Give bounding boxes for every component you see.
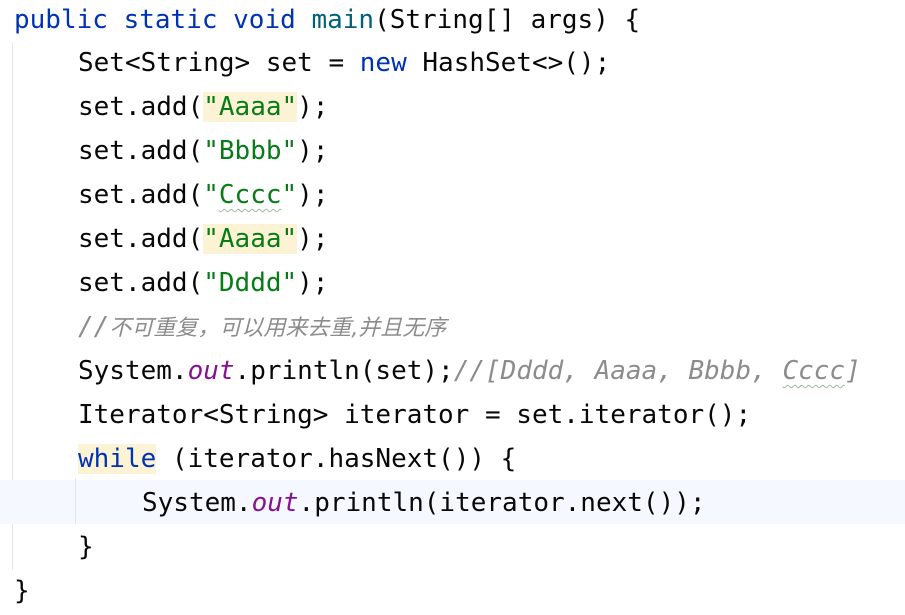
- typo-warning-comment[interactable]: Cccc: [782, 356, 846, 386]
- typo-warning-string[interactable]: Cccc: [218, 180, 282, 210]
- code-text: System.: [78, 356, 188, 386]
- keyword: new: [359, 48, 407, 78]
- code-text: .println(set);: [234, 356, 454, 386]
- comment-slashes: //: [78, 312, 110, 342]
- code-line-5[interactable]: set.add("Cccc");: [78, 173, 328, 217]
- string-literal-highlighted: "Aaaa": [203, 92, 298, 122]
- code-text: (String[] args) {: [374, 5, 641, 35]
- code-text: Set<String> set =: [78, 48, 360, 78]
- code-text: }: [78, 532, 94, 562]
- code-text: Iterator<String> iterator = set.iterator…: [78, 400, 752, 430]
- indent-guide: [12, 42, 13, 570]
- code-text: );: [297, 92, 329, 122]
- code-text: set.add(: [78, 224, 204, 254]
- static-field: out: [187, 356, 235, 386]
- code-line-2[interactable]: Set<String> set = new HashSet<>();: [78, 41, 610, 85]
- string-quote: ": [203, 180, 219, 210]
- comment-text: //[Dddd, Aaaa, Bbbb,: [453, 356, 783, 386]
- code-text: (iterator.hasNext()) {: [156, 444, 517, 474]
- code-text: set.add(: [78, 268, 204, 298]
- code-text: );: [297, 224, 329, 254]
- comment-text: 不可重复，可以用来去重,并且无序: [109, 316, 447, 341]
- code-line-3[interactable]: set.add("Aaaa");: [78, 85, 328, 129]
- code-line-1[interactable]: public static void main(String[] args) {: [14, 0, 640, 42]
- code-text: set.add(: [78, 92, 204, 122]
- code-text: HashSet<>();: [406, 48, 611, 78]
- string-literal: "Dddd": [203, 268, 298, 298]
- code-line-11[interactable]: while (iterator.hasNext()) {: [78, 437, 516, 481]
- string-literal: "Bbbb": [203, 136, 298, 166]
- code-line-7[interactable]: set.add("Dddd");: [78, 261, 328, 305]
- indent-guide: [75, 478, 76, 524]
- code-line-10[interactable]: Iterator<String> iterator = set.iterator…: [78, 393, 751, 437]
- string-quote: ": [281, 180, 298, 210]
- keyword: static: [123, 5, 218, 35]
- keyword-highlighted: while: [78, 444, 157, 474]
- code-line-13[interactable]: }: [78, 525, 94, 569]
- code-text: );: [297, 268, 329, 298]
- code-text: set.add(: [78, 180, 204, 210]
- string-literal-highlighted: "Aaaa": [203, 224, 298, 254]
- code-text: );: [297, 136, 329, 166]
- code-text: .println(iterator.next());: [298, 488, 706, 518]
- code-line-4[interactable]: set.add("Bbbb");: [78, 129, 328, 173]
- code-line-12[interactable]: System.out.println(iterator.next());: [142, 481, 706, 525]
- code-text: set.add(: [78, 136, 204, 166]
- comment-text: ]: [845, 356, 861, 386]
- code-text: System.: [142, 488, 252, 518]
- code-line-14[interactable]: }: [14, 569, 30, 613]
- keyword: public: [14, 5, 108, 35]
- code-line-8[interactable]: //不可重复，可以用来去重,并且无序: [78, 305, 446, 349]
- method-name: main: [311, 5, 375, 35]
- code-line-6[interactable]: set.add("Aaaa");: [78, 217, 328, 261]
- code-line-9[interactable]: System.out.println(set);//[Dddd, Aaaa, B…: [78, 349, 861, 393]
- code-text: }: [14, 576, 30, 606]
- current-line-highlight: [0, 480, 905, 524]
- static-field: out: [251, 488, 299, 518]
- keyword: void: [233, 5, 296, 35]
- code-text: );: [297, 180, 329, 210]
